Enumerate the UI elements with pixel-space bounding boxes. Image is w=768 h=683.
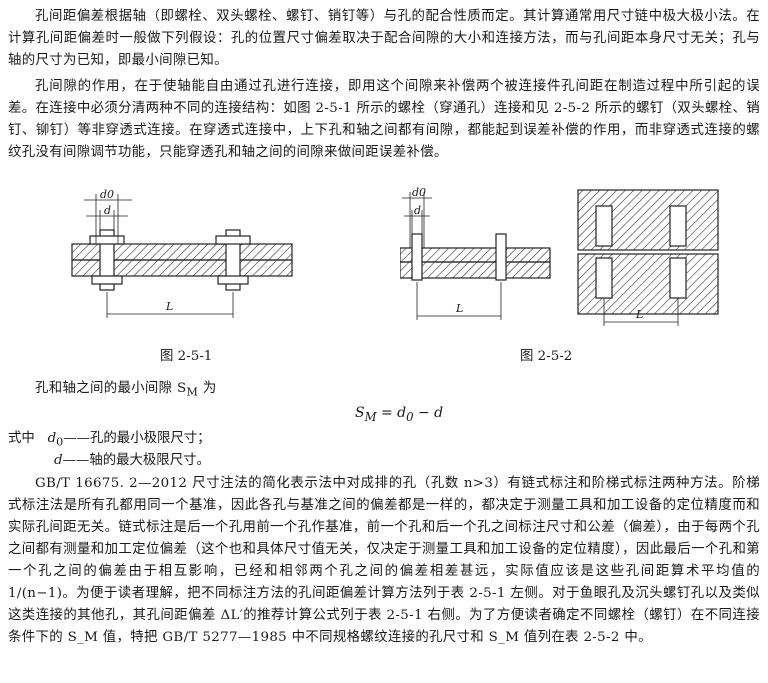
label-d0: d0	[100, 188, 114, 201]
label-d-fig2: d	[414, 204, 421, 217]
bolt-right	[225, 229, 241, 291]
figure-2-5-1-caption: 图 2-5-1	[160, 349, 213, 364]
formula-definition-d0: 式中 d0——孔的最小极限尺寸；	[8, 431, 211, 449]
bolt-left	[99, 229, 115, 291]
paragraph-hole-spacing-intro: 孔间距偏差根据轴（即螺栓、双头螺栓、螺钉、销钉等）与孔的配合性质而定。其计算通常…	[8, 9, 760, 68]
paragraph-dimensioning-methods: GB/T 16675. 2—2012 尺寸注法的简化表示法中对成排的孔（孔数 n…	[8, 476, 760, 645]
label-L-fig2-right: L	[635, 308, 643, 321]
figure-2-5-2-screw-connections: d0 d L L	[400, 186, 719, 326]
label-L: L	[165, 300, 173, 313]
left-lower-plate	[400, 261, 551, 279]
formula-min-clearance: SM = d0 − d	[355, 405, 444, 424]
label-d0-fig2: d0	[412, 186, 426, 199]
figure-2-5-1-bolt-connection: d0 d L	[71, 188, 293, 318]
figure-2-5-2-caption: 图 2-5-2	[520, 349, 573, 364]
label-L-fig2: L	[455, 302, 463, 315]
paragraph-clearance-role: 孔间隙的作用，在于使轴能自由通过孔进行连接，即用这个间隙来补偿两个被连接件孔间距…	[8, 79, 760, 160]
formula-definition-d: d——轴的最大极限尺寸。	[54, 453, 210, 468]
label-d: d	[104, 204, 111, 217]
min-clearance-statement: 孔和轴之间的最小间隙 SM 为	[35, 381, 217, 399]
